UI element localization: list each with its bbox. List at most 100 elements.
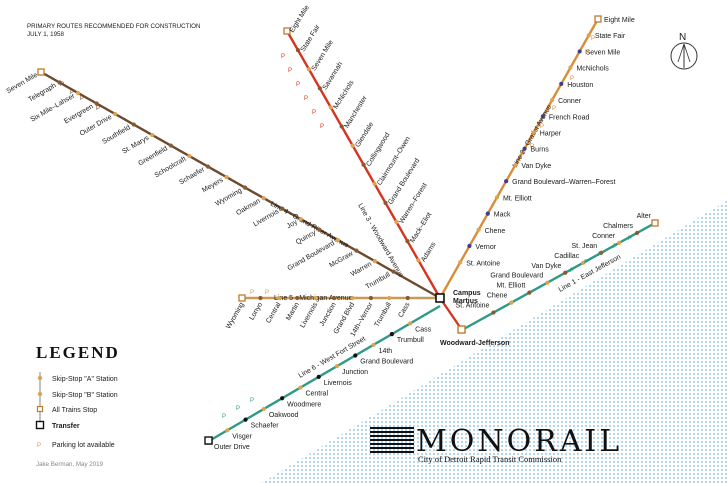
legend: LEGEND Skip-Stop "A" Station Skip-Stop "… [35,343,120,449]
station-label-line5: Central [265,301,283,324]
station-label-line2: French Road [549,114,590,121]
station-marker-line5 [387,295,392,301]
station-label-line2: Mack [494,212,511,219]
station-marker-line5 [313,295,318,301]
station-marker-line3 [350,143,355,148]
station-label-line2: Vernor [475,244,496,251]
station-label-line4: Meyers [201,177,225,195]
station-marker-line4 [94,101,99,106]
parking-marker: P [584,260,588,266]
legend-stationB-marker [37,391,43,397]
station-marker-line4 [298,217,303,222]
legend-title: LEGEND [36,343,120,362]
hub-woodward-jefferson-marker [457,325,466,334]
station-label-line2: Harper [540,131,562,138]
station-label-line6: 14th [379,348,393,355]
station-label-line2: State Fair [595,33,626,40]
header-line-1: PRIMARY ROUTES RECOMMENDED FOR CONSTRUCT… [27,23,200,30]
station-label-line4: Southfield [101,124,132,146]
parking-marker: P [613,244,617,250]
station-label-line6: Visger [232,433,252,440]
station-marker-line2 [504,179,509,184]
station-label-line4: Trumbull [365,271,392,291]
station-label-line6: Trumbull [397,337,424,344]
parking-marker: P [540,124,544,130]
station-marker-line6 [243,417,248,422]
logo-subtitle: City of Detroit Rapid Transit Commission [418,454,562,464]
station-label-line6: Oakwood [269,412,299,419]
station-label-line1: Cadillac [554,253,579,260]
station-marker-line1 [581,260,586,265]
station-label-line6: Grand Boulevard [360,359,413,366]
station-label-line5: Trumbull [373,301,393,328]
station-marker-line5 [350,295,355,301]
station-marker-line3 [295,48,301,53]
parking-marker: P [628,236,632,242]
parking-marker: P [265,290,269,296]
station-label-line5: Wyoming [225,301,246,330]
station-marker-line1 [563,270,568,275]
parking-marker: P [296,82,300,88]
station-marker-line2 [568,65,573,70]
parking-marker: P [288,68,292,74]
terminal-line1 [651,219,659,227]
station-marker-line3 [405,239,410,244]
parking-marker: P [552,106,556,112]
station-marker-line3 [394,219,399,225]
station-label-line1: Alter [637,213,652,220]
station-marker-line4 [391,269,396,274]
hub-campus-martius-label: Campus Martius [453,290,483,305]
station-label-line1: Chene [487,293,508,300]
station-label-line5: Lonyo [249,301,265,321]
station-label-line5: Cass [397,301,411,319]
parking-marker: P [570,268,574,274]
station-marker-line6 [334,364,340,369]
station-label-line6: Cass [415,326,431,333]
parking-marker: P [250,398,254,404]
station-label-line4: Evergreen [63,103,95,125]
station-label-line3: Seven Mile [311,39,335,72]
station-marker-line6 [261,406,266,412]
station-marker-line6 [353,353,358,358]
station-label-line5: Martin [285,301,301,321]
station-marker-line2 [458,260,463,265]
logo-stripes [370,427,414,453]
terminal-line5 [238,294,246,302]
station-marker-line4 [205,164,211,169]
station-marker-line3 [317,86,322,91]
station-marker-line4 [131,122,136,127]
station-label-line4: Quincy [295,229,318,246]
station-marker-line2 [540,114,545,119]
station-label-line1: Van Dyke [531,263,561,270]
station-marker-line3 [361,162,366,167]
station-label-line5: Livernois [299,301,319,329]
station-marker-line1 [599,250,604,255]
station-label-line3: McNichols [333,79,356,111]
station-marker-line2 [513,162,518,168]
station-label-line6: Junction [342,369,368,376]
station-label-line4: Livernois [252,208,280,228]
station-label-line6: Woodmere [287,401,321,408]
route-woodward-spur [439,297,463,331]
station-label-line1: Conner [592,233,616,240]
station-marker-line4 [242,185,248,190]
station-label-line4: Schoolcraft [154,156,188,180]
station-marker-line1 [491,310,496,315]
parking-marker: P [60,82,64,88]
station-marker-line2 [522,146,527,151]
station-label-line2: McNichols [576,66,609,73]
parking-marker: P [70,90,74,96]
logo-title: MONORAIL [416,424,622,459]
legend-item-3: Transfer [52,423,80,430]
monorail-logo: MONORAIL City of Detroit Rapid Transit C… [370,424,622,464]
parking-marker: P [250,290,254,296]
station-label-line1: Mt. Elliott [497,283,526,290]
route-line2 [438,18,600,299]
legend-item-4: Parking lot available [52,442,115,449]
station-label-line3: State Fair [300,23,322,53]
credit: Jake Berman, May 2019 [36,461,104,468]
station-label-line4: Schaefer [178,166,206,186]
hub-campus-martius-marker [435,293,445,303]
parking-marker: P [222,414,226,420]
